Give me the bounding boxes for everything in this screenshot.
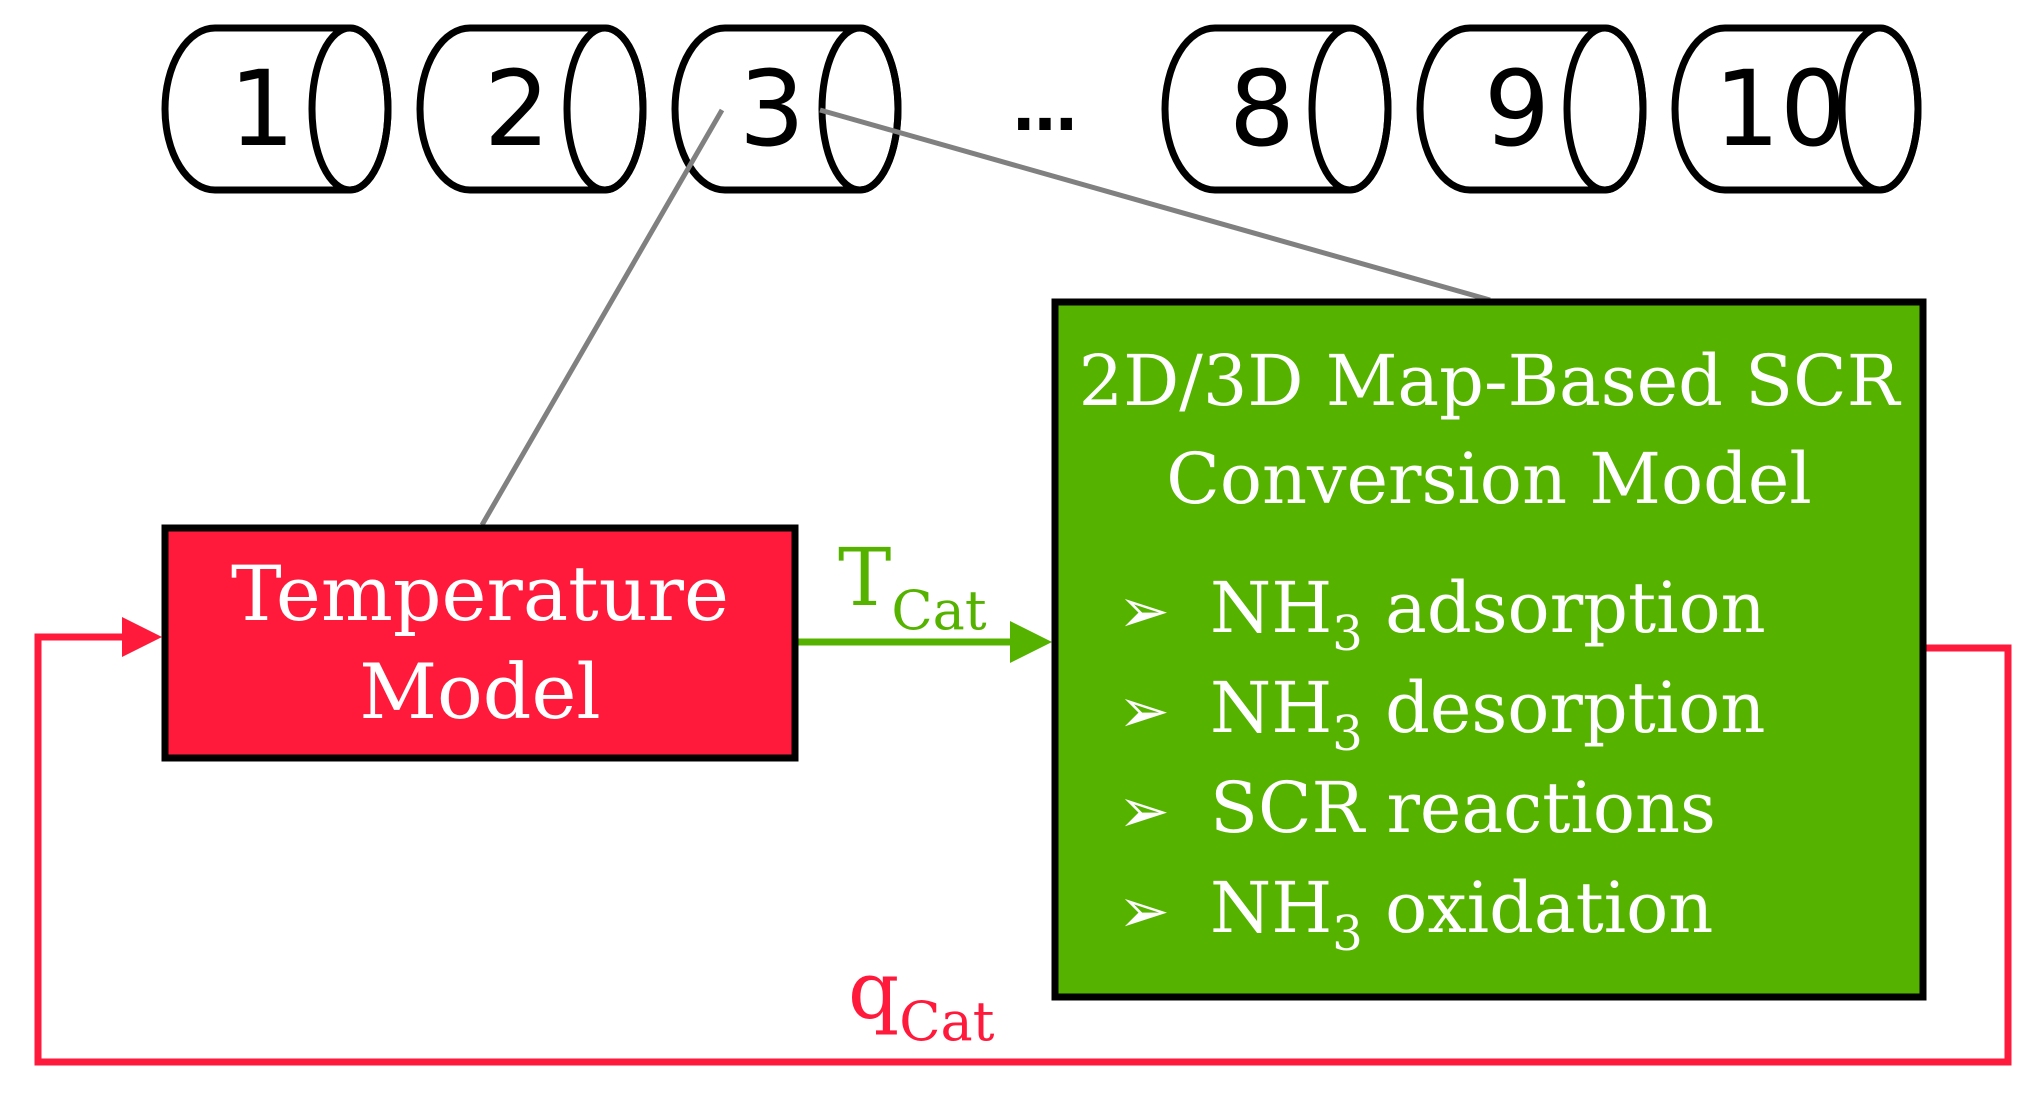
bullet-arrow-icon: ➢ bbox=[1118, 874, 1170, 947]
q-cat-sub: Cat bbox=[899, 990, 995, 1053]
scr-model-title-line2: Conversion Model bbox=[1166, 438, 1811, 520]
segment-9: 9 bbox=[1416, 24, 1647, 194]
temperature-model-line1: Temperature bbox=[231, 549, 729, 638]
feedback-arrowhead bbox=[122, 617, 162, 657]
scr-item-text: NH3 adsorption bbox=[1210, 567, 1766, 662]
scr-model-bullet-list: ➢ NH3 adsorption ➢ NH3 desorption ➢ SCR … bbox=[1118, 567, 1766, 962]
segment-2-label: 2 bbox=[484, 48, 550, 170]
t-cat-arrowhead bbox=[1010, 621, 1052, 663]
q-cat-main: q bbox=[848, 944, 899, 1037]
temperature-model-line2: Model bbox=[359, 647, 601, 736]
connector-to-temperature-model bbox=[479, 108, 725, 527]
segments-ellipsis: … bbox=[1013, 72, 1077, 146]
catalyst-segments: 1 2 3 … 8 9 10 bbox=[161, 24, 1922, 194]
scr-item-3: ➢ SCR reactions bbox=[1118, 767, 1716, 849]
q-cat-label: qCat bbox=[848, 944, 995, 1053]
segment-10-label: 10 bbox=[1714, 48, 1846, 170]
scr-item-2: ➢ NH3 desorption bbox=[1118, 667, 1765, 762]
segment-8-label: 8 bbox=[1229, 48, 1295, 170]
segment-2: 2 bbox=[416, 24, 647, 194]
scr-item-text: NH3 desorption bbox=[1210, 667, 1765, 762]
bullet-arrow-icon: ➢ bbox=[1118, 774, 1170, 847]
connector-to-scr-model bbox=[819, 107, 1491, 303]
scr-model-box: 2D/3D Map-Based SCR Conversion Model ➢ N… bbox=[1051, 298, 1927, 1001]
segment-10: 10 bbox=[1671, 24, 1922, 194]
scr-item-1: ➢ NH3 adsorption bbox=[1118, 567, 1766, 662]
bullet-arrow-icon: ➢ bbox=[1118, 574, 1170, 647]
bullet-arrow-icon: ➢ bbox=[1118, 674, 1170, 747]
t-cat-main: T bbox=[838, 531, 891, 624]
segment-3-label: 3 bbox=[739, 48, 805, 170]
segment-1-label: 1 bbox=[229, 48, 295, 170]
scr-item-text: NH3 oxidation bbox=[1210, 867, 1713, 962]
scr-item-4: ➢ NH3 oxidation bbox=[1118, 867, 1713, 962]
t-cat-label: TCat bbox=[838, 531, 987, 642]
temperature-model-box: Temperature Model bbox=[161, 524, 799, 762]
scr-item-text: SCR reactions bbox=[1210, 767, 1716, 849]
feedback-loop-line bbox=[34, 633, 2012, 1066]
scr-model-title-line1: 2D/3D Map-Based SCR bbox=[1079, 340, 1902, 422]
segment-8: 8 bbox=[1161, 24, 1392, 194]
t-cat-sub: Cat bbox=[891, 579, 987, 642]
segment-9-label: 9 bbox=[1484, 48, 1550, 170]
segment-1: 1 bbox=[161, 24, 392, 194]
segment-3: 3 bbox=[671, 24, 902, 194]
